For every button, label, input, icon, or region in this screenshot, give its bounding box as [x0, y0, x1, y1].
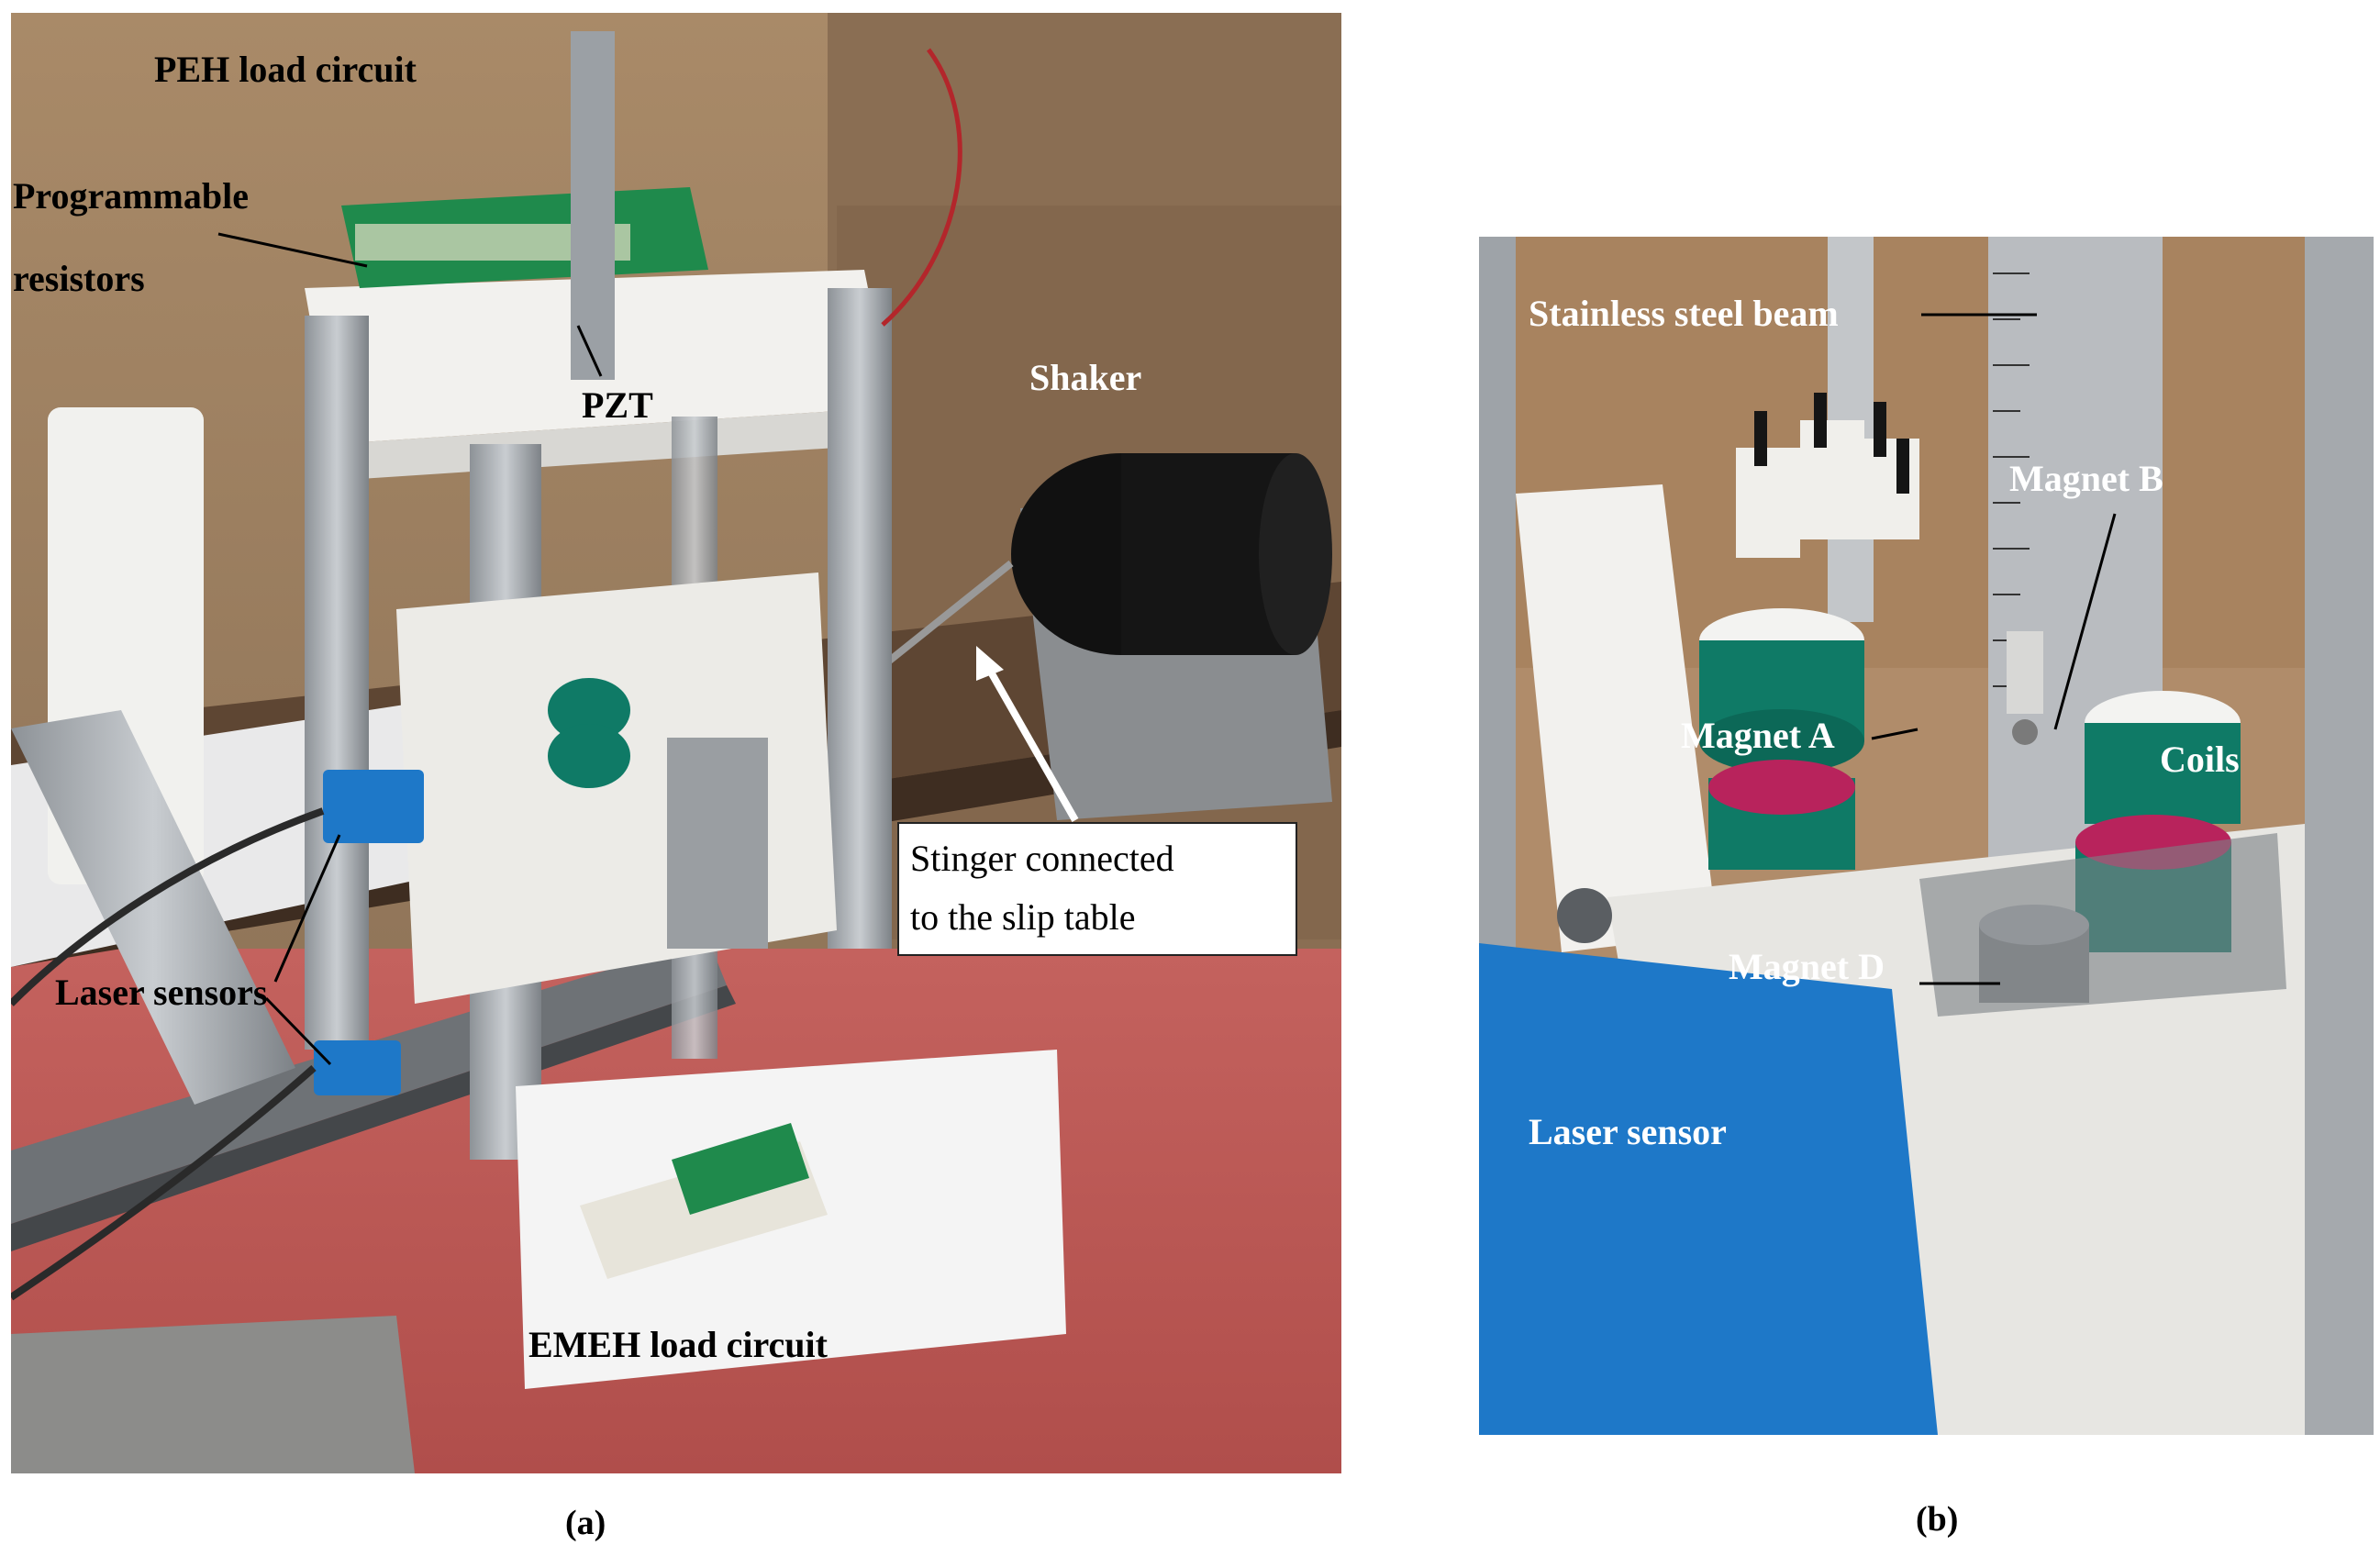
label-programmable: Programmable	[13, 175, 249, 217]
label-stainless-steel-beam: Stainless steel beam	[1529, 293, 1839, 334]
label-stinger-box: Stinger connected to the slip table	[897, 822, 1297, 956]
closeup-illustration	[1479, 237, 2374, 1435]
caption-panel-b: (b)	[1916, 1500, 1959, 1539]
label-pzt: PZT	[582, 384, 653, 426]
label-magnet-d: Magnet D	[1729, 946, 1885, 987]
photo-panel-b	[1479, 237, 2374, 1435]
label-laser-sensors: Laser sensors	[55, 972, 268, 1013]
label-stinger-line-2: to the slip table	[910, 896, 1136, 938]
label-magnet-b: Magnet B	[2009, 458, 2163, 499]
label-stinger-line-1: Stinger connected	[910, 838, 1174, 879]
label-laser-sensor: Laser sensor	[1529, 1111, 1727, 1152]
experimental-setup-illustration	[11, 13, 1341, 1473]
label-emeh-load-circuit: EMEH load circuit	[528, 1324, 828, 1365]
photo-panel-a	[11, 13, 1341, 1473]
label-resistors: resistors	[13, 258, 145, 299]
label-shaker: Shaker	[1029, 357, 1142, 398]
label-coils: Coils	[2160, 739, 2240, 780]
caption-panel-a: (a)	[565, 1504, 606, 1542]
label-peh-load-circuit: PEH load circuit	[154, 49, 417, 90]
label-magnet-a: Magnet A	[1681, 715, 1835, 756]
